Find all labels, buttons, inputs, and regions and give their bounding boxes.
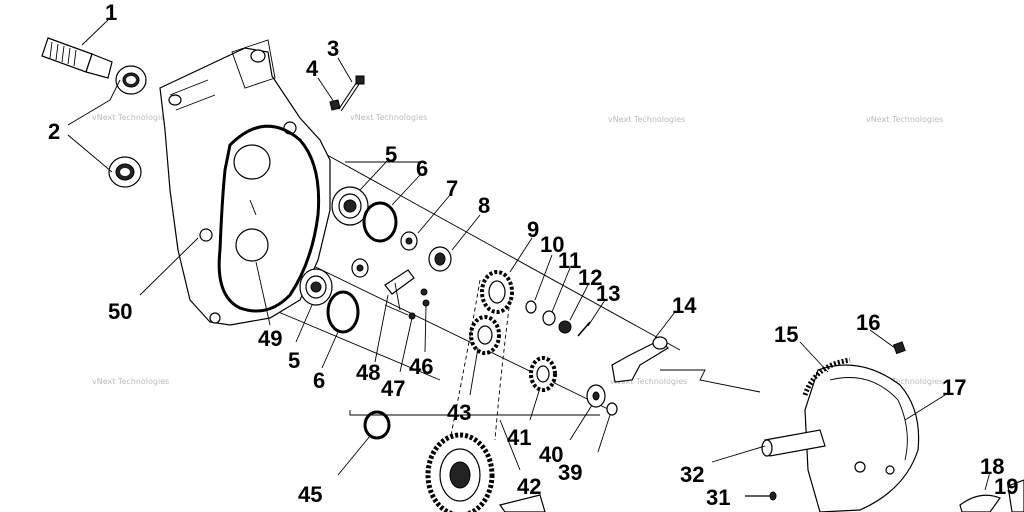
part-nut [329, 99, 341, 111]
callout-31: 31 [706, 485, 730, 510]
callout-19: 19 [994, 474, 1018, 499]
part-spacer [351, 258, 369, 278]
callout-46: 46 [409, 354, 433, 379]
part-oring-45 [363, 410, 391, 440]
part-chaincase-cover [804, 364, 920, 512]
watermark-6: vNext Technologies [610, 377, 687, 386]
callout-2: 2 [48, 119, 60, 144]
callout-5-lower: 5 [288, 348, 300, 373]
watermarks: vNext Technologies vNext Technologies vN… [92, 113, 943, 386]
callout-49: 49 [258, 326, 282, 351]
part-gasket [217, 124, 321, 313]
part-seal-lower [108, 156, 142, 188]
callout-32: 32 [680, 462, 704, 487]
callout-39: 39 [558, 460, 582, 485]
part-sprocket-upper [480, 270, 514, 314]
callout-40: 40 [539, 442, 563, 467]
callout-12: 12 [578, 265, 602, 290]
callout-5-upper: 5 [385, 142, 397, 167]
callout-6-upper: 6 [416, 156, 428, 181]
part-shaft [41, 37, 113, 79]
part-washer-40 [586, 384, 606, 408]
callout-47: 47 [381, 376, 405, 401]
part-sprocket-large [425, 432, 495, 512]
callout-9: 9 [527, 217, 539, 242]
part-sprocket-middle [469, 315, 501, 355]
part-bolt [338, 75, 365, 112]
callout-45: 45 [298, 482, 322, 507]
watermark-2: vNext Technologies [350, 113, 427, 122]
watermark-3: vNext Technologies [608, 115, 685, 124]
part-cover-seal [802, 357, 851, 396]
part-tensioner-bracket [384, 269, 430, 320]
part-chaincase-housing [159, 39, 331, 326]
part-drain-plug [892, 341, 906, 355]
callout-18: 18 [980, 454, 1004, 479]
part-oring-lower [326, 290, 360, 334]
callout-11: 11 [558, 248, 581, 273]
callout-4: 4 [306, 56, 319, 81]
callout-48: 48 [356, 360, 380, 385]
callout-10: 10 [540, 232, 564, 257]
part-castle-nut [558, 320, 572, 334]
callout-7: 7 [446, 176, 458, 201]
leader-lines [67, 19, 991, 491]
part-bushing [428, 246, 452, 272]
watermark-4: vNext Technologies [866, 115, 943, 124]
callout-6-lower: 6 [313, 368, 325, 393]
part-cap [1007, 479, 1024, 512]
callout-17: 17 [942, 375, 966, 400]
part-cotter-pin [577, 321, 591, 337]
part-oring-upper [362, 201, 398, 243]
part-output-shaft [498, 494, 546, 512]
part-bearing-lower [299, 268, 333, 306]
part-cover-bolt [745, 491, 777, 501]
callout-42: 42 [517, 474, 541, 499]
part-chain [449, 279, 511, 441]
part-selector-arm [611, 336, 669, 383]
watermark-7: vNext Technologies [866, 377, 943, 386]
part-small-washer-2 [542, 310, 556, 326]
callout-3: 3 [327, 36, 339, 61]
part-bearing-upper [331, 186, 369, 226]
callout-8: 8 [478, 193, 490, 218]
part-dipstick [959, 494, 1001, 512]
callout-1: 1 [105, 0, 117, 25]
callout-14: 14 [672, 293, 697, 318]
callout-labels: 1 2 3 4 5 5 6 6 7 8 9 10 11 12 13 14 15 … [48, 0, 1018, 510]
callout-15: 15 [774, 322, 798, 347]
part-washer [400, 231, 418, 251]
callout-43: 43 [447, 400, 471, 425]
part-oring-39 [606, 402, 618, 416]
part-gear-small [529, 356, 557, 392]
watermark-5: vNext Technologies [92, 377, 169, 386]
part-small-washer [525, 300, 537, 314]
watermark-1: vNext Technologies [92, 113, 169, 122]
callout-13: 13 [596, 281, 620, 306]
callout-41: 41 [507, 425, 531, 450]
callout-50: 50 [108, 299, 132, 324]
callout-16: 16 [856, 310, 880, 335]
part-cover-shaft [761, 429, 826, 457]
part-seal-upper [115, 65, 147, 95]
